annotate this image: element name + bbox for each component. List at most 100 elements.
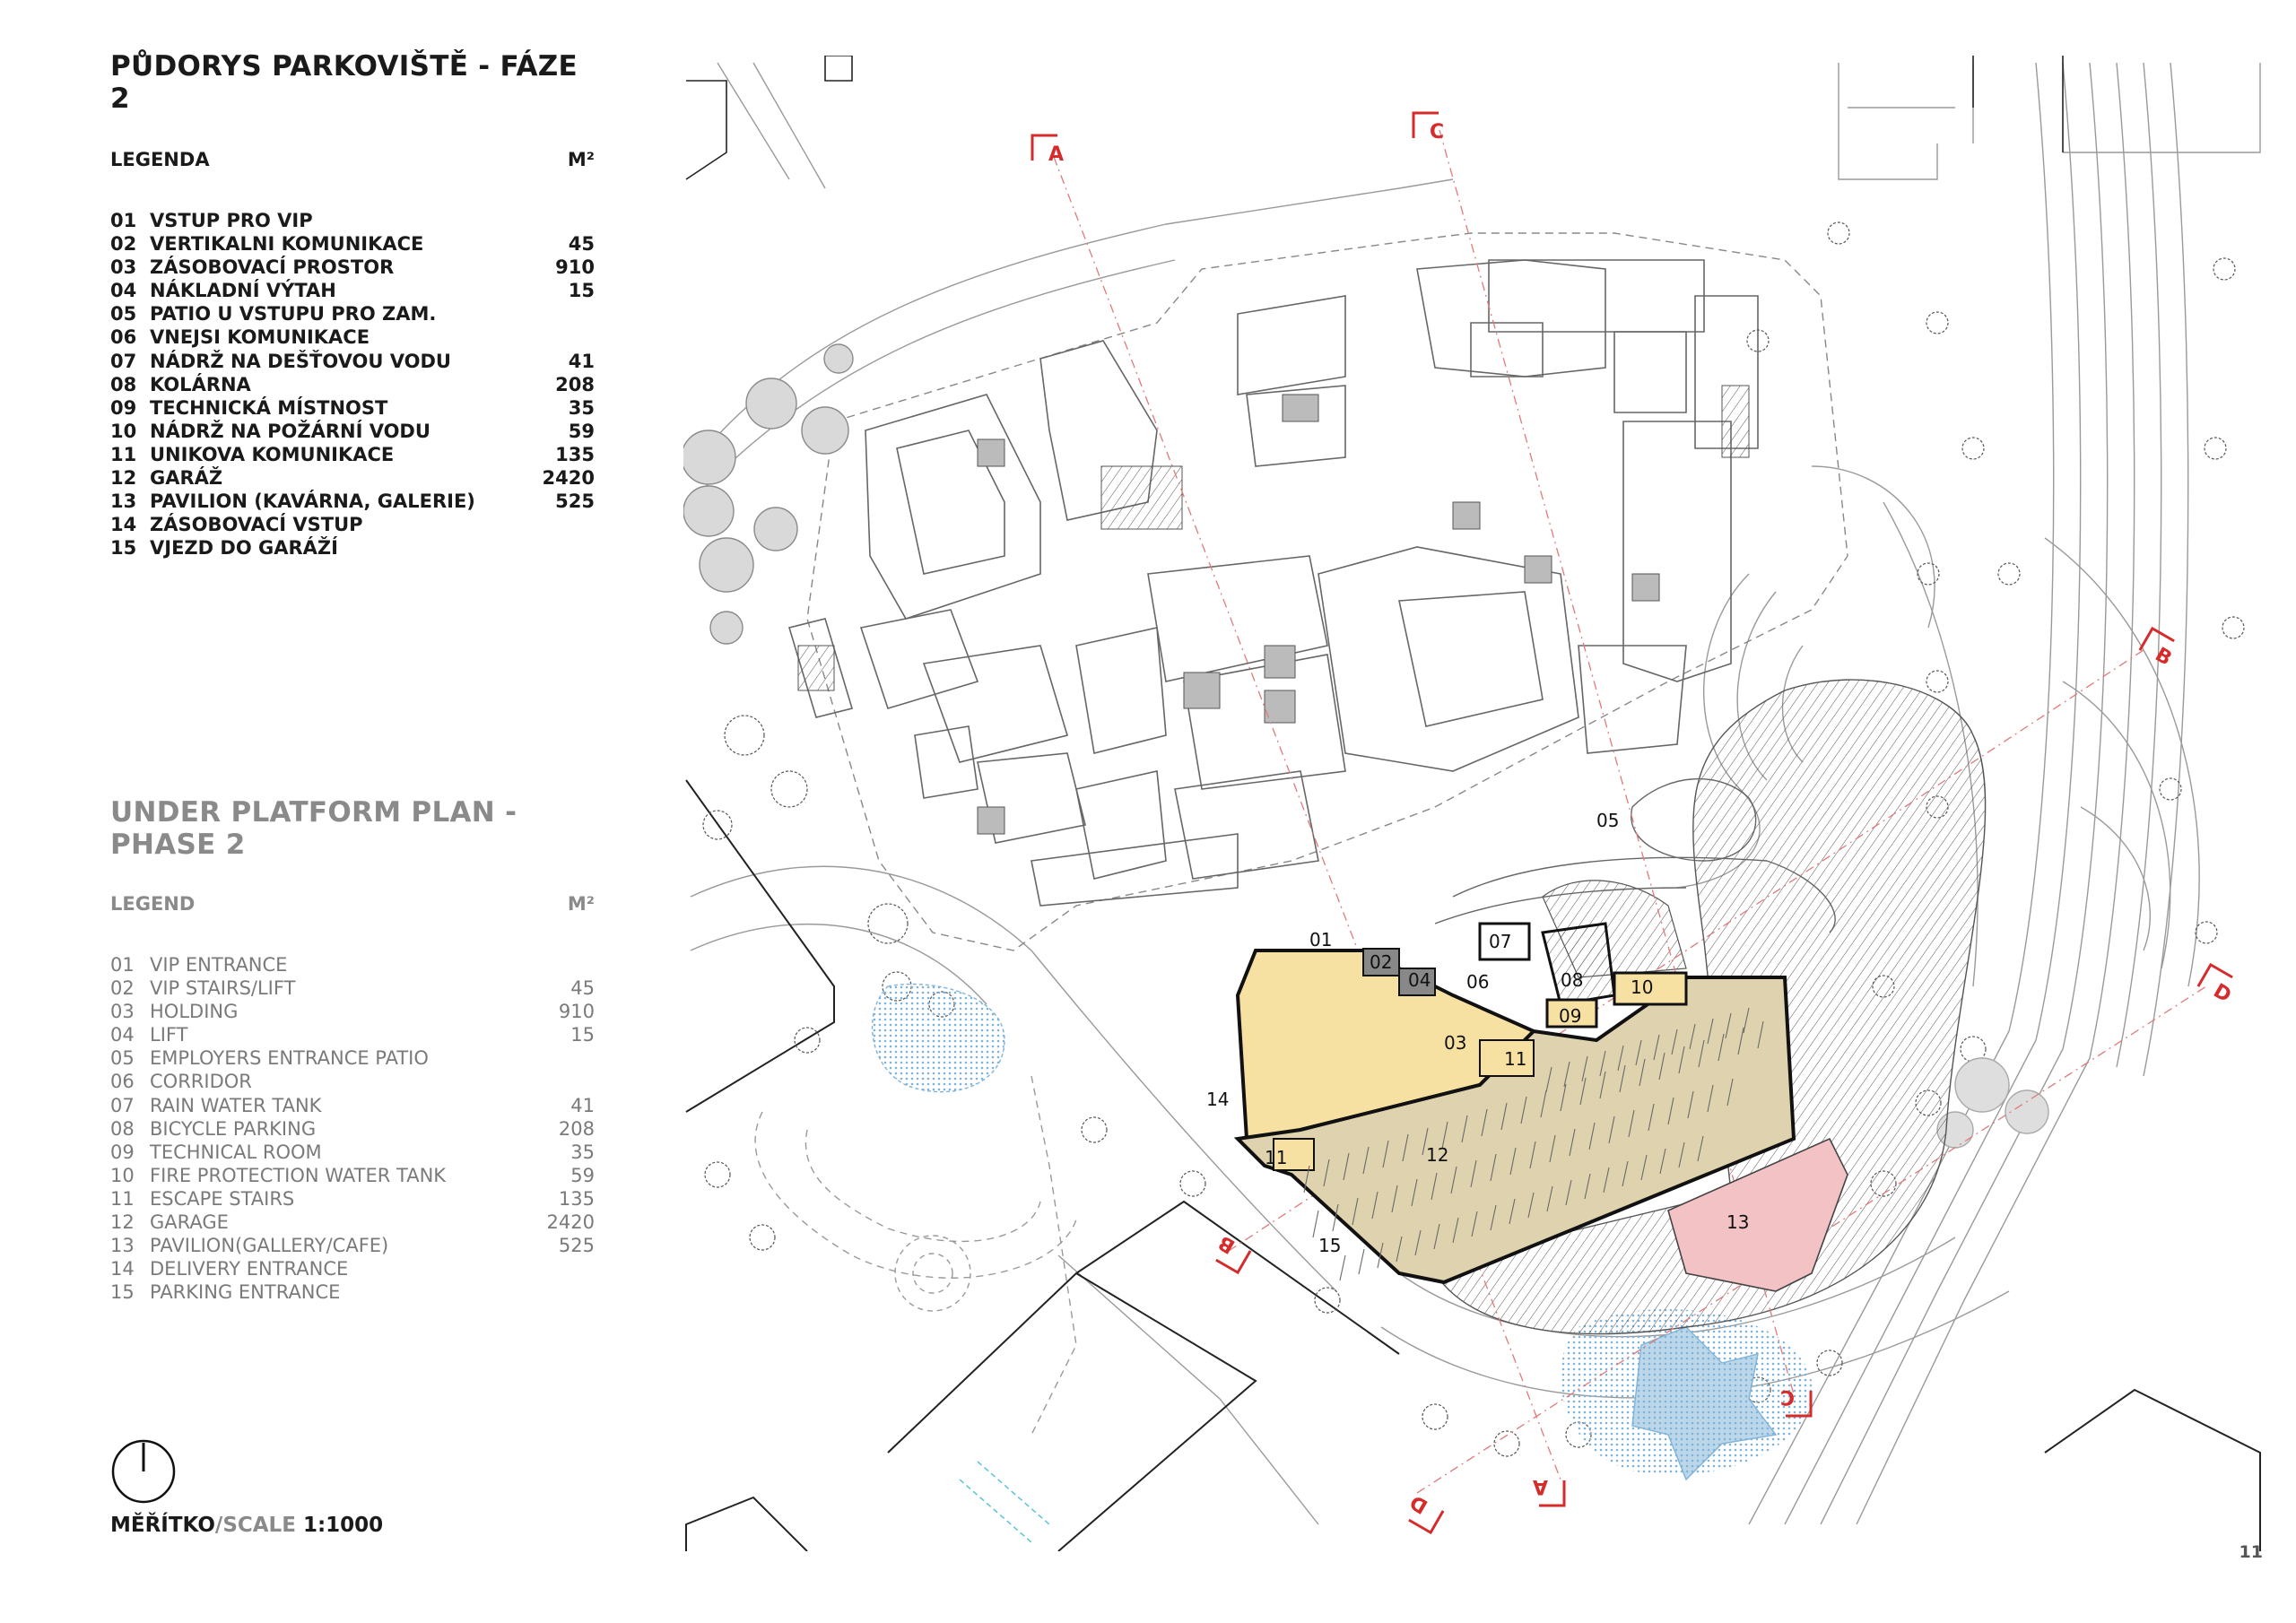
parking-stall-line <box>1588 1122 1596 1150</box>
parking-stall-line <box>1411 1178 1418 1207</box>
legend-label: PATIO U VSTUPU PRO ZAM. <box>150 303 437 325</box>
legend-header-czech: LEGENDA M² <box>110 149 595 170</box>
parking-stall-line <box>1639 1058 1646 1087</box>
parking-stall-line <box>1678 1046 1685 1074</box>
parking-stall-line <box>1339 1254 1346 1281</box>
parking-stall-line <box>1520 1096 1527 1124</box>
parking-stall-line <box>1323 1159 1330 1187</box>
title-czech: PŮDORYS PARKOVIŠTĚ - FÁZE 2 <box>110 50 578 115</box>
room-label: 10 <box>1631 976 1653 998</box>
section-marker-letter: D <box>1406 1490 1431 1518</box>
legend-number: 02 <box>110 233 137 256</box>
legend-number: 12 <box>110 1211 135 1234</box>
legend-label: ESCAPE STAIRS <box>150 1187 295 1210</box>
scale-label: MĚŘÍTKO/SCALE 1:1000 <box>110 1514 383 1537</box>
legend-label: ZÁSOBOVACÍ PROSTOR <box>150 256 395 279</box>
parking-stall-line <box>1698 1039 1705 1068</box>
legend-value: 35 <box>570 1141 595 1163</box>
legend-label: UNIKOVA KOMUNIKACE <box>150 443 395 465</box>
legend-number: 08 <box>110 373 137 395</box>
parking-stall-line <box>1581 1055 1588 1082</box>
parking-stall-line <box>1619 1064 1626 1093</box>
legend-number: 10 <box>110 1164 135 1186</box>
parking-stall-line <box>1303 1165 1310 1193</box>
legend-value: 910 <box>558 1001 595 1023</box>
section-marker-letter: A <box>1533 1475 1548 1497</box>
unit-label: M² <box>567 893 595 915</box>
legend-number: 04 <box>110 280 137 302</box>
legend-number: 15 <box>110 1281 135 1304</box>
parking-stall-line <box>1358 1248 1365 1275</box>
section-marker-bracket <box>1539 1480 1566 1507</box>
legend-value: 208 <box>555 373 595 395</box>
section-marker-letter: D <box>2209 980 2234 1008</box>
section-marker: C <box>1412 111 1444 143</box>
legend-number: 09 <box>110 396 137 419</box>
water-feature-left <box>871 983 1005 1093</box>
legend-label: TECHNICKÁ MÍSTNOST <box>150 396 388 419</box>
parking-stall-line <box>1500 1102 1508 1131</box>
legend-label: VIP STAIRS/LIFT <box>150 977 296 1000</box>
legend-value <box>514 302 595 325</box>
hatched-landscape <box>1433 679 1987 1335</box>
parking-stall-line <box>1658 1052 1665 1081</box>
parking-stall-line <box>1549 1134 1556 1163</box>
section-marker-bracket <box>1031 134 1057 161</box>
scale-cz: MĚŘÍTKO <box>110 1514 215 1537</box>
legend-label: ZÁSOBOVACÍ VSTUP <box>150 514 363 536</box>
parking-stall-line <box>1689 1023 1696 1050</box>
legend-label: LIFT <box>150 1024 188 1046</box>
legend-value: 45 <box>570 977 595 1000</box>
area-11-stairs-b <box>1273 1138 1315 1171</box>
legend-number: 02 <box>110 977 135 1000</box>
section-marker: D <box>1406 1490 1445 1535</box>
parking-stall-line <box>1757 1020 1764 1049</box>
parking-stall-line <box>1622 1160 1629 1187</box>
parking-stall-line <box>1640 1154 1648 1181</box>
legend-label: PAVILION (KAVÁRNA, GALERIE) <box>150 490 475 513</box>
room-label: 07 <box>1489 931 1511 952</box>
legend-value <box>514 1046 595 1070</box>
parking-stall-line <box>1671 1028 1678 1055</box>
parking-stall-line <box>1726 1078 1734 1107</box>
parking-stall-line <box>1659 1148 1666 1175</box>
legend-value: 41 <box>570 1094 595 1116</box>
room-label: 06 <box>1466 971 1489 993</box>
legend-value <box>514 1257 595 1280</box>
legend-label: LEGENDA <box>110 149 210 170</box>
legend-label: BICYCLE PARKING <box>150 1117 317 1140</box>
legend-number: 12 <box>110 467 137 490</box>
parking-stall-line <box>1546 1185 1553 1212</box>
legend-label: PARKING ENTRANCE <box>150 1281 341 1304</box>
room-label: 01 <box>1309 929 1332 950</box>
legend-label: HOLDING <box>150 1001 239 1023</box>
legend-value <box>514 536 595 560</box>
area-13-pavilion <box>1667 1137 1848 1292</box>
section-marker: D <box>2196 962 2235 1008</box>
legend-number: 15 <box>110 537 137 560</box>
legend-value <box>514 953 595 976</box>
legend-label: DELIVERY ENTRANCE <box>150 1258 349 1280</box>
legend-number: 03 <box>110 256 137 279</box>
legend-value: 135 <box>558 1187 595 1210</box>
room-label: 13 <box>1726 1211 1749 1233</box>
legend-label: NÁKLADNÍ VÝTAH <box>150 280 336 302</box>
parking-stall-line <box>1450 1166 1457 1194</box>
parking-stall-line <box>1560 1083 1567 1112</box>
parking-stall-line <box>1545 1066 1552 1093</box>
legend-value: 59 <box>568 420 595 442</box>
parking-stall-line <box>1362 1146 1370 1175</box>
legend-number: 11 <box>110 1187 135 1210</box>
parking-stall-line <box>1678 1141 1685 1168</box>
section-marker: A <box>1031 134 1064 166</box>
room-label: 11 <box>1265 1147 1287 1168</box>
parking-stall-line <box>1737 1027 1744 1055</box>
